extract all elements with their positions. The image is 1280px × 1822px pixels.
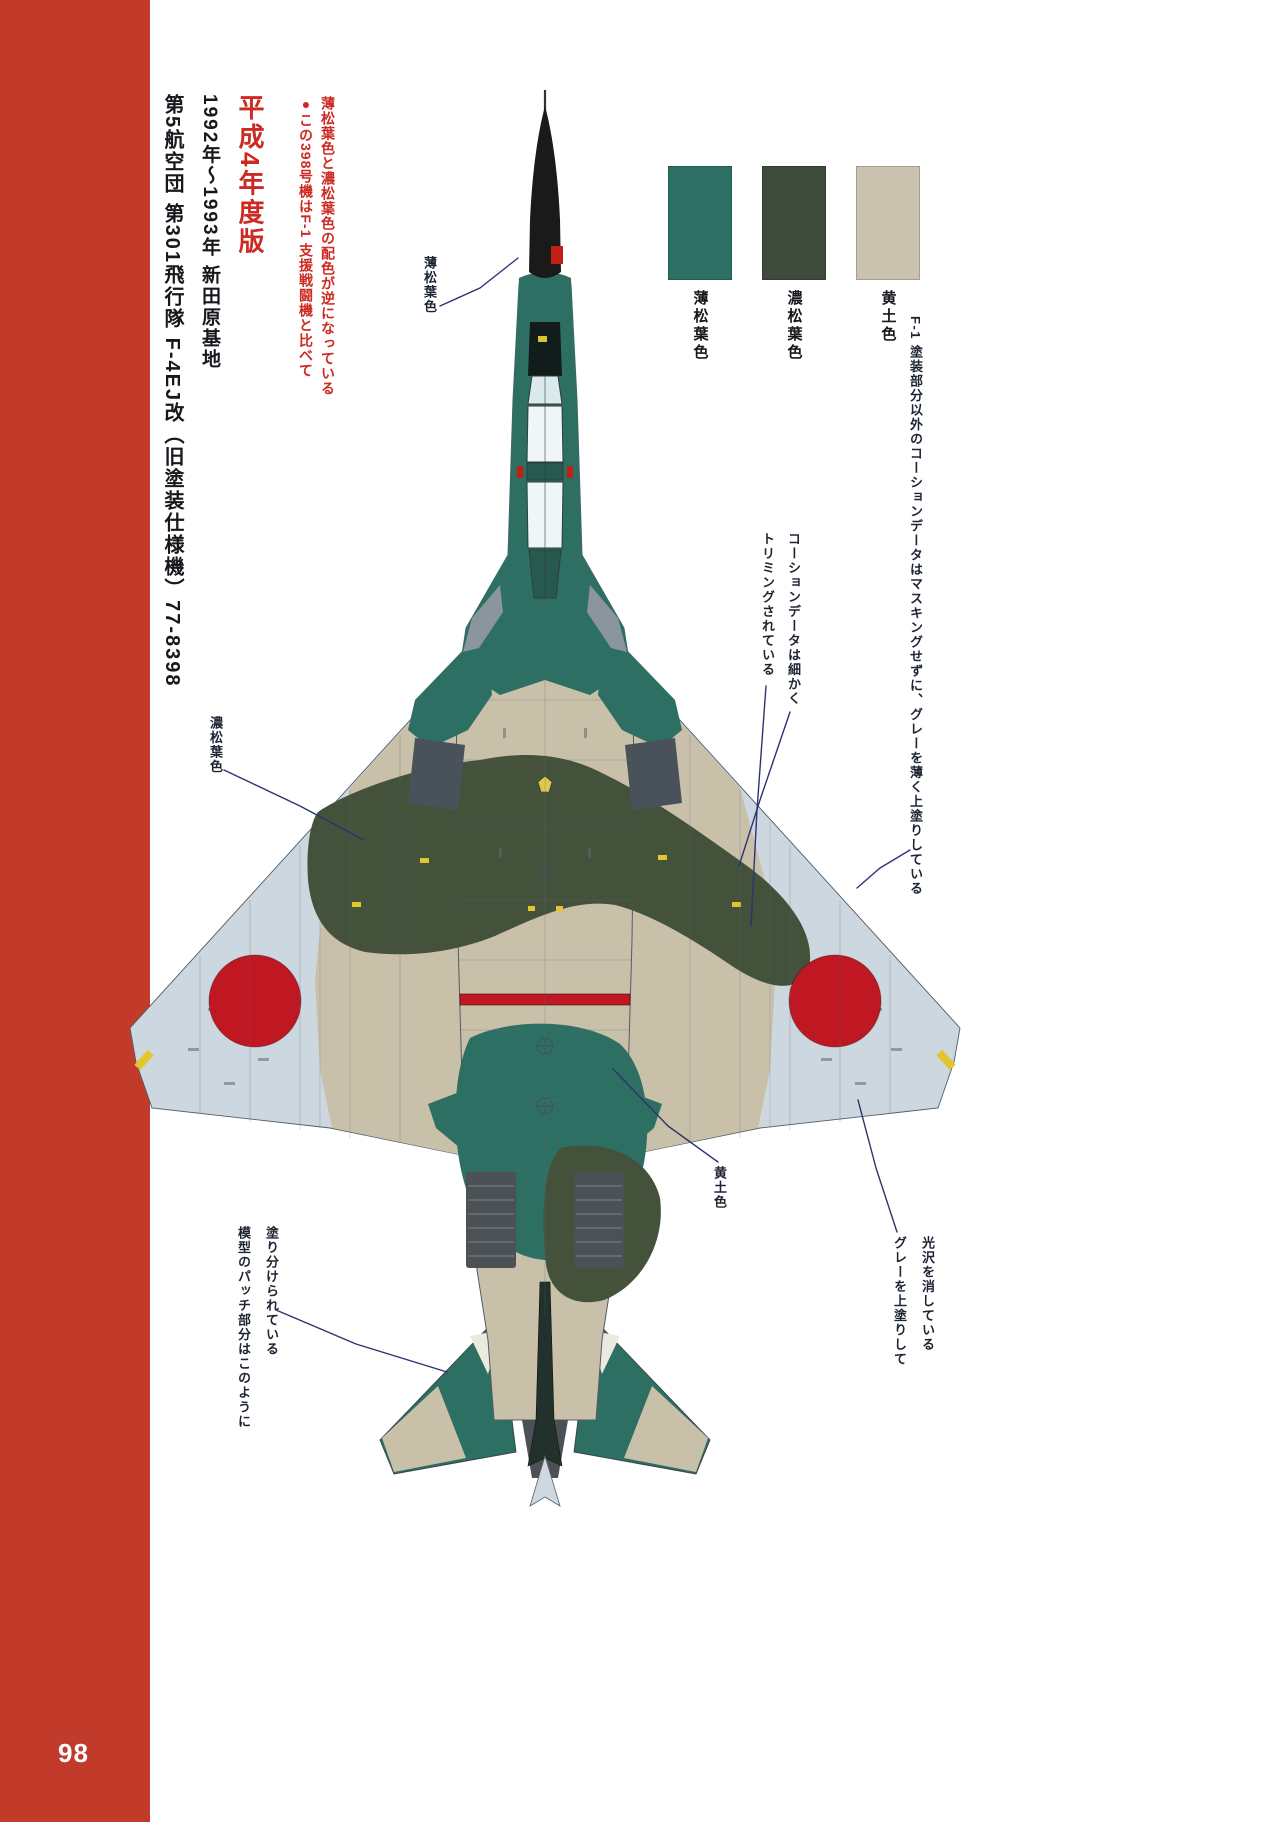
leader-caution-1 xyxy=(738,711,791,867)
annotation-caution-1: コーションデータは細かく xyxy=(786,532,801,706)
fuselage-red-stripe xyxy=(459,993,631,1006)
leader-model xyxy=(275,1309,448,1373)
note-line-1: ●この398号機はF-1 支援戦闘機と比べて xyxy=(298,96,314,379)
hinomaru-left xyxy=(208,954,302,1048)
squadron-emblem xyxy=(537,775,553,793)
annotation-model-patch-2: 塗り分けられている xyxy=(264,1226,279,1357)
color-swatch-label: 黄土色 xyxy=(879,290,897,344)
edition-label: 平成4年度版 xyxy=(235,94,265,257)
tail-fin xyxy=(527,1281,563,1467)
annotation-gloss-2: 光沢を消している xyxy=(920,1236,935,1352)
intake-splitter-right xyxy=(587,585,627,652)
radome xyxy=(517,90,573,478)
heat-shield-left xyxy=(466,1172,516,1268)
legend-item: 濃松葉色 xyxy=(762,166,826,362)
leader-nose xyxy=(439,257,519,307)
fin-cap xyxy=(529,1454,561,1507)
annotation-gloss-1: グレーを上塗りして xyxy=(892,1236,907,1367)
wing-panel-left xyxy=(408,738,465,810)
page-title: 第5航空団 第301飛行隊 F-4EJ改（旧塗装仕様機）77-8398 xyxy=(161,94,183,688)
leader-gloss xyxy=(857,1099,898,1233)
surface-details xyxy=(134,585,956,1507)
hinomaru-right xyxy=(788,954,882,1048)
color-legend: 薄松葉色 濃松葉色 黄土色 xyxy=(668,166,920,362)
stabilators xyxy=(379,1315,711,1475)
color-swatch-label: 濃松葉色 xyxy=(785,290,803,362)
color-swatch-dark-pine xyxy=(762,166,826,280)
annotation-wing-color: 濃松葉色 xyxy=(208,716,223,774)
panel-lines xyxy=(199,600,891,1316)
wing-panel-right xyxy=(625,738,682,810)
annotation-caution-2: トリミングされている xyxy=(760,532,775,677)
annotation-f1-note: F-1 塗装部分以外のコーションデータはマスキングせずに、グレーを薄く上塗りして… xyxy=(908,316,923,897)
annotation-ochre: 黄土色 xyxy=(712,1166,727,1210)
canopy xyxy=(526,322,564,599)
anti-glare-panel xyxy=(528,322,562,376)
annotation-nose-color: 薄松葉色 xyxy=(422,256,437,314)
leader-f1 xyxy=(856,849,911,889)
leader-lines xyxy=(223,257,911,1373)
leader-caution-2 xyxy=(750,685,767,927)
legend-item: 黄土色 xyxy=(856,166,920,362)
color-swatch-ochre xyxy=(856,166,920,280)
annotation-model-patch-1: 模型のパッチ部分はこのように xyxy=(236,1226,251,1429)
sidebar-band: 98 xyxy=(0,0,150,1822)
leader-ochre xyxy=(612,1068,719,1163)
color-swatch-label: 薄松葉色 xyxy=(691,290,709,362)
page-subtitle: 1992年～1993年 新田原基地 xyxy=(199,94,220,370)
heat-shield-right xyxy=(574,1172,624,1268)
camo-darkgreen-band xyxy=(307,755,811,986)
color-swatch-light-pine xyxy=(668,166,732,280)
intake-splitter-left xyxy=(463,585,503,652)
legend-item: 薄松葉色 xyxy=(668,166,732,362)
leader-wing xyxy=(223,769,365,841)
national-markings xyxy=(208,954,882,1048)
page-number: 98 xyxy=(58,1738,89,1768)
note-line-2: 薄松葉色と濃松葉色の配色が逆になっている xyxy=(320,96,336,396)
formation-light-left xyxy=(134,1049,154,1071)
formation-light-right xyxy=(936,1049,956,1071)
